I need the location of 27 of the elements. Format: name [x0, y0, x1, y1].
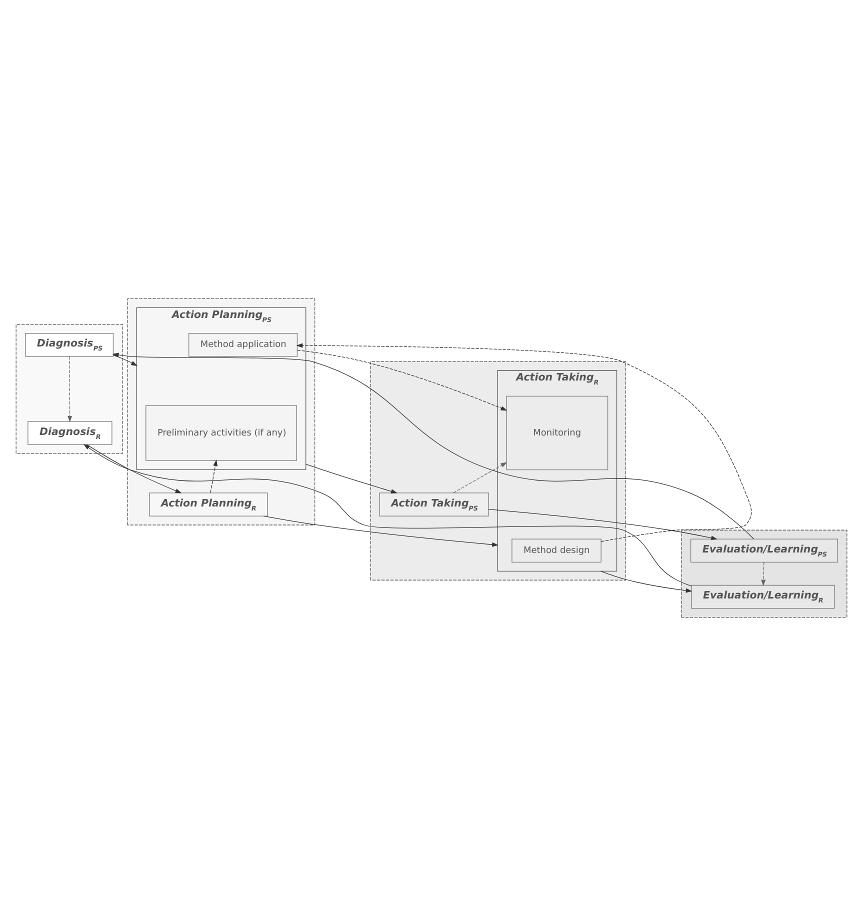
arrow: [263, 516, 498, 547]
arrow: [488, 509, 718, 540]
node-box: Method application: [188, 333, 298, 357]
arrow: [761, 562, 766, 586]
node-box: Diagnosis$_{PS}$: [25, 333, 114, 357]
cluster: [370, 361, 626, 580]
cluster: [681, 530, 848, 618]
arrow: [306, 464, 398, 494]
cluster: [16, 324, 123, 454]
arrow: [68, 356, 72, 422]
arrow: [112, 352, 754, 540]
arrow: [113, 354, 138, 366]
node-box: Monitoring: [506, 396, 608, 470]
arrow: [453, 462, 508, 494]
node-box: Method design: [512, 538, 602, 562]
node-box: Evaluation/Learning$_{PS}$: [690, 538, 838, 562]
arrow: [86, 444, 182, 494]
arrow: [83, 444, 692, 586]
arrow: [210, 460, 218, 494]
node-box: Preliminary activities (if any): [146, 405, 297, 461]
node-box: Evaluation/Learning$_{R}$: [691, 584, 835, 609]
node-box: Action Taking$_{PS}$: [379, 492, 489, 516]
cluster: [127, 298, 316, 526]
node-box: Action Planning$_{R}$: [149, 492, 268, 516]
node-box: Diagnosis$_{R}$: [28, 421, 112, 445]
arrow: [297, 350, 508, 411]
arrow: [296, 343, 752, 542]
